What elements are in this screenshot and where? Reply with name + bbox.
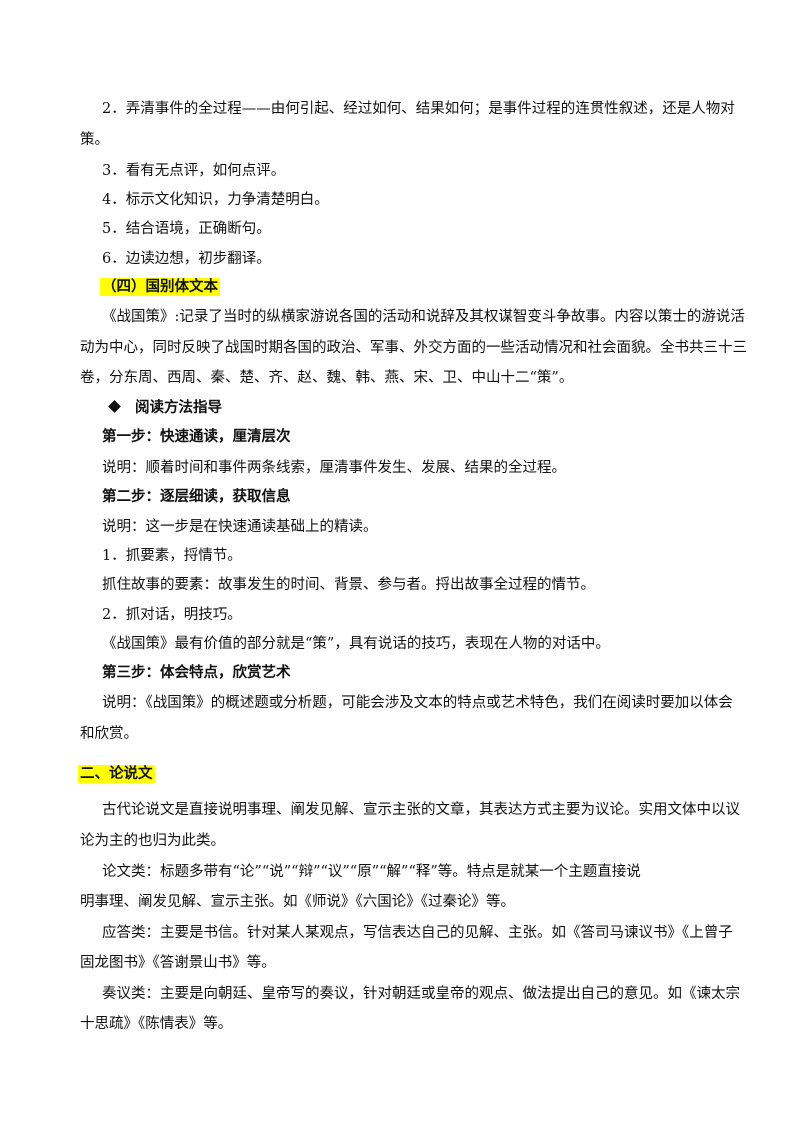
- paragraph-zouyi-line1: 奏议类：主要是向朝廷、皇帝写的奏议，针对朝廷或皇帝的观点、做法提出自己的意见。如…: [102, 986, 740, 1002]
- step2-description: 说明：这一步是在快速通读基础上的精读。: [102, 519, 378, 535]
- step2-item-1: 1．抓要素，捋情节。: [102, 548, 242, 564]
- step2-item-2-description: 《战国策》最有价值的部分就是“策”，具有说话的技巧，表现在人物的对话中。: [102, 636, 610, 652]
- paragraph-zhanguoce-line1: 《战国策》:记录了当时的纵横家游说各国的活动和说辞及其权谋智变斗争故事。内容以策…: [102, 309, 745, 325]
- step3-description-line2: 和欣赏。: [80, 726, 138, 742]
- list-item-4: 4．标示文化知识，力争清楚明白。: [102, 192, 329, 208]
- step2-heading: 第二步：逐层细读，获取信息: [102, 489, 291, 505]
- highlight-lunshuo: 二、论说文: [78, 765, 155, 783]
- step1-heading: 第一步：快速通读，厘清层次: [102, 429, 291, 445]
- section-heading-lunshuo: 二、论说文: [78, 764, 155, 784]
- list-item-6: 6．边读边想，初步翻译。: [102, 251, 271, 267]
- step2-item-2: 2．抓对话，明技巧。: [102, 607, 242, 623]
- diamond-bullet-icon: [108, 400, 121, 413]
- paragraph-lunwen-line1: 论文类：标题多带有“论”“说”“辩”“议”“原”“解”“释”等。特点是就某一个主…: [102, 864, 641, 880]
- paragraph-yingda-line1: 应答类：主要是书信。针对某人某观点，写信表达自己的见解、主张。如《答司马谏议书》…: [102, 925, 733, 941]
- paragraph-zouyi-line2: 十思疏》《陈情表》等。: [80, 1016, 233, 1032]
- list-item-3: 3．看有无点评，如何点评。: [102, 163, 286, 179]
- highlight-guobie: （四）国别体文本: [100, 278, 220, 296]
- step3-heading: 第三步：体会特点，欣赏艺术: [102, 665, 291, 681]
- section-heading-guobie: （四）国别体文本: [100, 277, 220, 297]
- method-heading: 阅读方法指导: [98, 398, 222, 418]
- step1-description: 说明：顺着时间和事件两条线索，厘清事件发生、发展、结果的全过程。: [102, 460, 566, 476]
- paragraph-zhanguoce-line2: 动为中心，同时反映了战国时期各国的政治、军事、外交方面的一些活动情况和社会面貌。…: [80, 340, 747, 356]
- paragraph-zhanguoce-line3: 卷，分东周、西周、秦、楚、齐、赵、魏、韩、燕、宋、卫、中山十二“策”。: [80, 370, 574, 386]
- list-item-5: 5．结合语境，正确断句。: [102, 221, 271, 237]
- method-heading-text: 阅读方法指导: [135, 400, 222, 416]
- paragraph-lunshuo-line2: 论为主的也归为此类。: [80, 833, 225, 849]
- step2-item-1-description: 抓住故事的要素：故事发生的时间、背景、参与者。捋出故事全过程的情节。: [102, 577, 595, 593]
- paragraph-yingda-line2: 固龙图书》《答谢景山书》等。: [80, 955, 276, 971]
- paragraph-lunwen-line2: 明事理、阐发见解、宣示主张。如《师说》《六国论》《过秦论》等。: [80, 894, 515, 910]
- list-item-2-continued: 策。: [80, 132, 109, 148]
- paragraph-lunshuo-line1: 古代论说文是直接说明事理、阐发见解、宣示主张的文章，其表达方式主要为议论。实用文…: [102, 802, 740, 818]
- step3-description-line1: 说明：《战国策》的概述题或分析题，可能会涉及文本的特点或艺术特色，我们在阅读时要…: [102, 695, 733, 711]
- list-item-2: 2．弄清事件的全过程——由何引起、经过如何、结果如何；是事件过程的连贯性叙述，还…: [102, 101, 735, 117]
